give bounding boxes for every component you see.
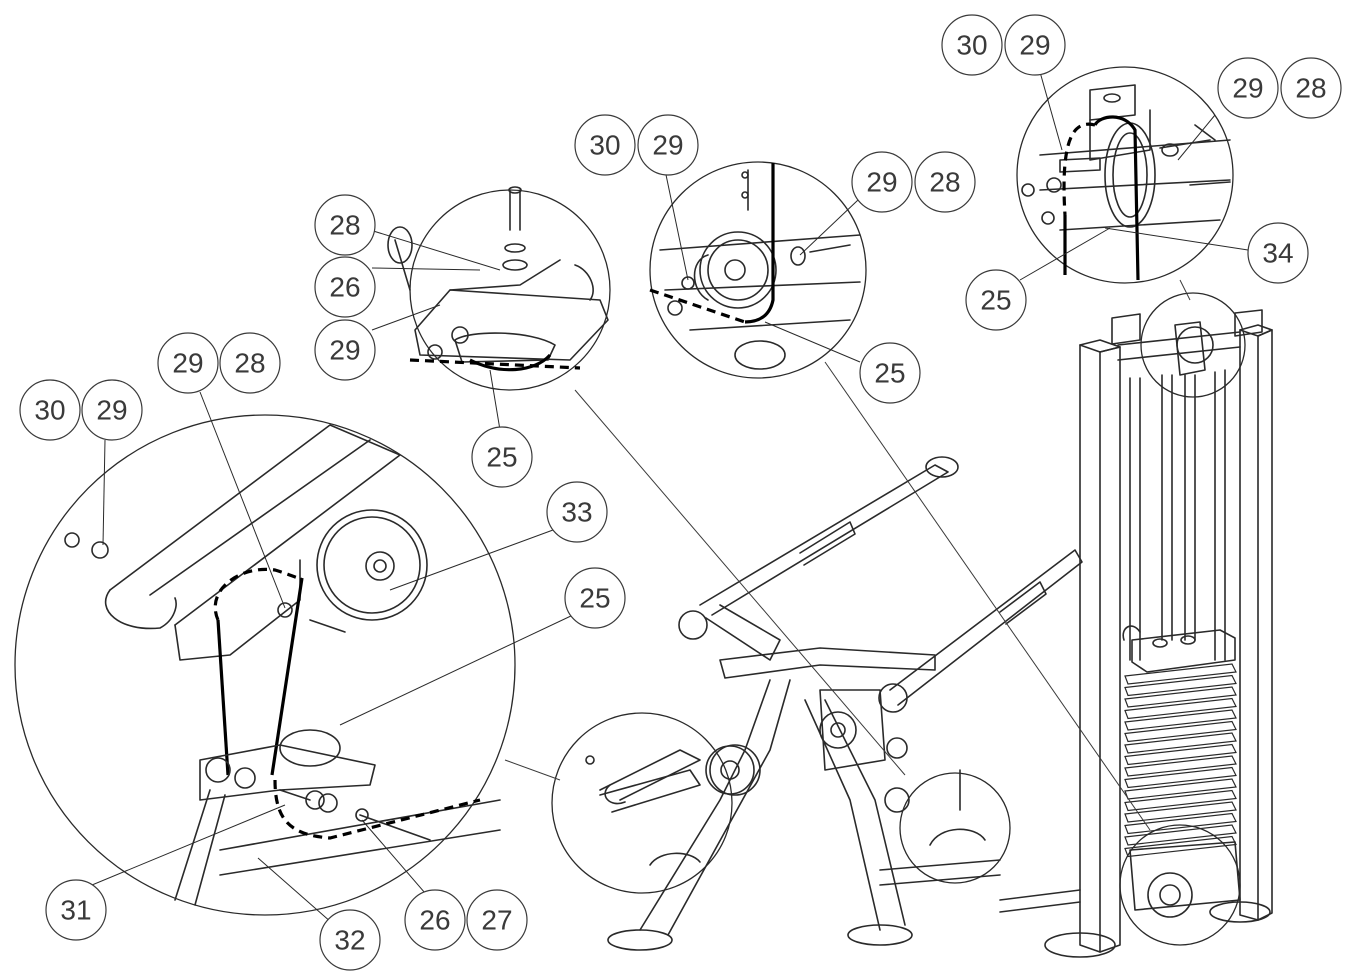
weight-stack-tower: [1079, 309, 1273, 953]
callout-29-top-middle: 29: [637, 114, 699, 176]
callout-25-top-right: 25: [965, 269, 1027, 331]
callout-label: 29: [652, 130, 683, 161]
callout-label: 29: [172, 348, 203, 379]
weight-plates: [1124, 663, 1237, 858]
callout-34: 34: [1247, 222, 1309, 284]
callout-30-top-right: 30: [941, 14, 1003, 76]
weight-plate: [1124, 686, 1237, 708]
detail-connectors: [504, 279, 1191, 831]
callout-29-top-left: 29: [314, 319, 376, 381]
callout-29-middle-right: 29: [851, 151, 913, 213]
callout-label: 28: [1295, 73, 1326, 104]
callout-29-left: 29: [157, 332, 219, 394]
callout-label: 25: [874, 358, 905, 389]
callout-label: 26: [419, 905, 450, 936]
callout-27: 27: [466, 889, 528, 951]
callout-label: 25: [579, 583, 610, 614]
weight-plate: [1124, 732, 1237, 754]
callout-30-left: 30: [19, 379, 81, 441]
callout-31: 31: [45, 879, 107, 941]
weight-plate: [1124, 709, 1237, 731]
detail-circle-top-left: [387, 186, 611, 391]
callout-label: 30: [589, 130, 620, 161]
weight-plate: [1124, 663, 1237, 685]
detail-circle-left: [14, 414, 516, 916]
callout-29-right: 29: [1217, 57, 1279, 119]
weight-plate: [1124, 801, 1237, 823]
callout-label: 31: [60, 895, 91, 926]
detail-circle-top-middle: [649, 161, 867, 379]
callout-label: 28: [929, 167, 960, 198]
leader-lines: [79, 71, 1249, 931]
weight-plate: [1124, 755, 1237, 777]
weight-plate: [1124, 789, 1237, 812]
callout-25-left: 25: [564, 567, 626, 629]
weight-plate: [1124, 766, 1237, 789]
callout-label: 30: [34, 395, 65, 426]
callout-label: 29: [329, 335, 360, 366]
callout-label: 34: [1262, 238, 1293, 269]
callout-label: 28: [234, 348, 265, 379]
callout-label: 30: [956, 30, 987, 61]
bench-frame: [599, 456, 1083, 951]
callout-label: 26: [329, 272, 360, 303]
callout-25-top-left: 25: [471, 426, 533, 488]
weight-plate: [1124, 812, 1237, 835]
callout-33: 33: [546, 481, 608, 543]
callout-label: 29: [866, 167, 897, 198]
weight-plate: [1124, 743, 1237, 766]
callout-29-top-right: 29: [1004, 14, 1066, 76]
callout-label: 28: [329, 210, 360, 241]
callout-28-middle-right: 28: [914, 151, 976, 213]
callout-32: 32: [319, 909, 381, 971]
weight-plate: [1124, 697, 1237, 720]
detail-circle-top-right: [1016, 66, 1234, 284]
callout-30-top-middle: 30: [574, 114, 636, 176]
callout-28-right: 28: [1280, 57, 1342, 119]
callout-label: 29: [1019, 30, 1050, 61]
callout-label: 29: [96, 395, 127, 426]
weight-plate: [1124, 824, 1237, 846]
callout-25-top-middle: 25: [859, 342, 921, 404]
callout-label: 29: [1232, 73, 1263, 104]
callout-label: 27: [481, 905, 512, 936]
callout-label: 25: [486, 442, 517, 473]
callout-26-top-left: 26: [314, 256, 376, 318]
tower-base: [999, 841, 1271, 958]
callout-28-left: 28: [219, 332, 281, 394]
callout-28-top-left: 28: [314, 194, 376, 256]
weight-plate: [1124, 674, 1237, 697]
callout-label: 32: [334, 925, 365, 956]
callout-label: 33: [561, 497, 592, 528]
detail-circle-locators: [551, 292, 1246, 946]
callout-label: 25: [980, 285, 1011, 316]
callout-29-far-left: 29: [81, 379, 143, 441]
weight-plate: [1124, 720, 1237, 743]
callout-26-bottom: 26: [404, 889, 466, 951]
